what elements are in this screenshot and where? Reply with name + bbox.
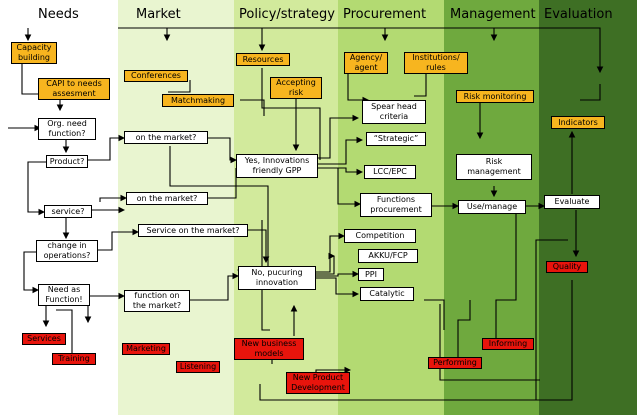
box-services: Services: [22, 333, 66, 345]
box-product: Product?: [46, 155, 88, 168]
box-indicators: Indicators: [551, 116, 605, 129]
box-risk-management: Risk management: [456, 154, 532, 180]
box-capacity-building: Capacity building: [11, 42, 57, 64]
box-quality: Quality: [546, 261, 588, 273]
box-new-product-development: New Product Development: [286, 372, 350, 394]
box-new-business-models: New business models: [234, 338, 304, 360]
box-institutions: Institutions/ rules: [404, 52, 468, 74]
box-yes-gpp: Yes, Innovations friendly GPP: [236, 154, 318, 178]
box-competition: Competition: [344, 229, 416, 243]
box-on-market-1: on the market?: [124, 131, 208, 144]
box-no-procuring: No, pucuring innovation: [238, 266, 316, 290]
column-title-procurement: Procurement: [343, 7, 427, 22]
box-service: service?: [44, 205, 92, 218]
box-matchmaking: Matchmaking: [162, 94, 234, 107]
box-resources: Resources: [236, 53, 290, 66]
box-training: Training: [52, 353, 96, 365]
column-title-policy: Policy/strategy: [239, 7, 335, 22]
box-listening: Listening: [176, 361, 220, 373]
column-title-market: Market: [136, 7, 181, 22]
box-service-on-market: Service on the market?: [138, 224, 248, 237]
box-informing: Informing: [482, 338, 534, 350]
box-performing: Performing: [428, 357, 482, 369]
column-title-needs: Needs: [38, 7, 79, 22]
box-conferences: Conferences: [124, 70, 188, 82]
box-functions-procurement: Functions procurement: [360, 193, 432, 217]
box-evaluate: Evaluate: [544, 195, 600, 209]
box-use-manage: Use/manage: [458, 200, 526, 214]
box-accepting-risk: Accepting risk: [270, 77, 322, 99]
box-agency: Agency/ agent: [344, 52, 388, 74]
box-capi-needs: CAPI to needs assesment: [38, 78, 110, 100]
column-title-evaluation: Evaluation: [544, 7, 613, 22]
box-function-on-market: function on the market?: [124, 290, 190, 312]
box-strategic: “Strategic”: [366, 132, 426, 146]
column-title-management: Management: [450, 7, 536, 22]
box-risk-monitoring: Risk monitoring: [456, 90, 534, 103]
box-marketing: Marketing: [122, 343, 170, 355]
box-catalytic: Catalytic: [360, 287, 414, 301]
box-akku-fcp: AKKU/FCP: [358, 249, 418, 263]
box-change-operations: change in operations?: [36, 240, 98, 262]
box-lcc-epc: LCC/EPC: [364, 165, 416, 179]
box-on-market-2: on the market?: [126, 192, 208, 205]
box-ppi: PPI: [358, 268, 384, 281]
box-spear-head: Spear head criteria: [362, 100, 426, 124]
box-need-function: Need as Function!: [38, 284, 90, 306]
box-org-need: Org. need function?: [38, 118, 96, 140]
